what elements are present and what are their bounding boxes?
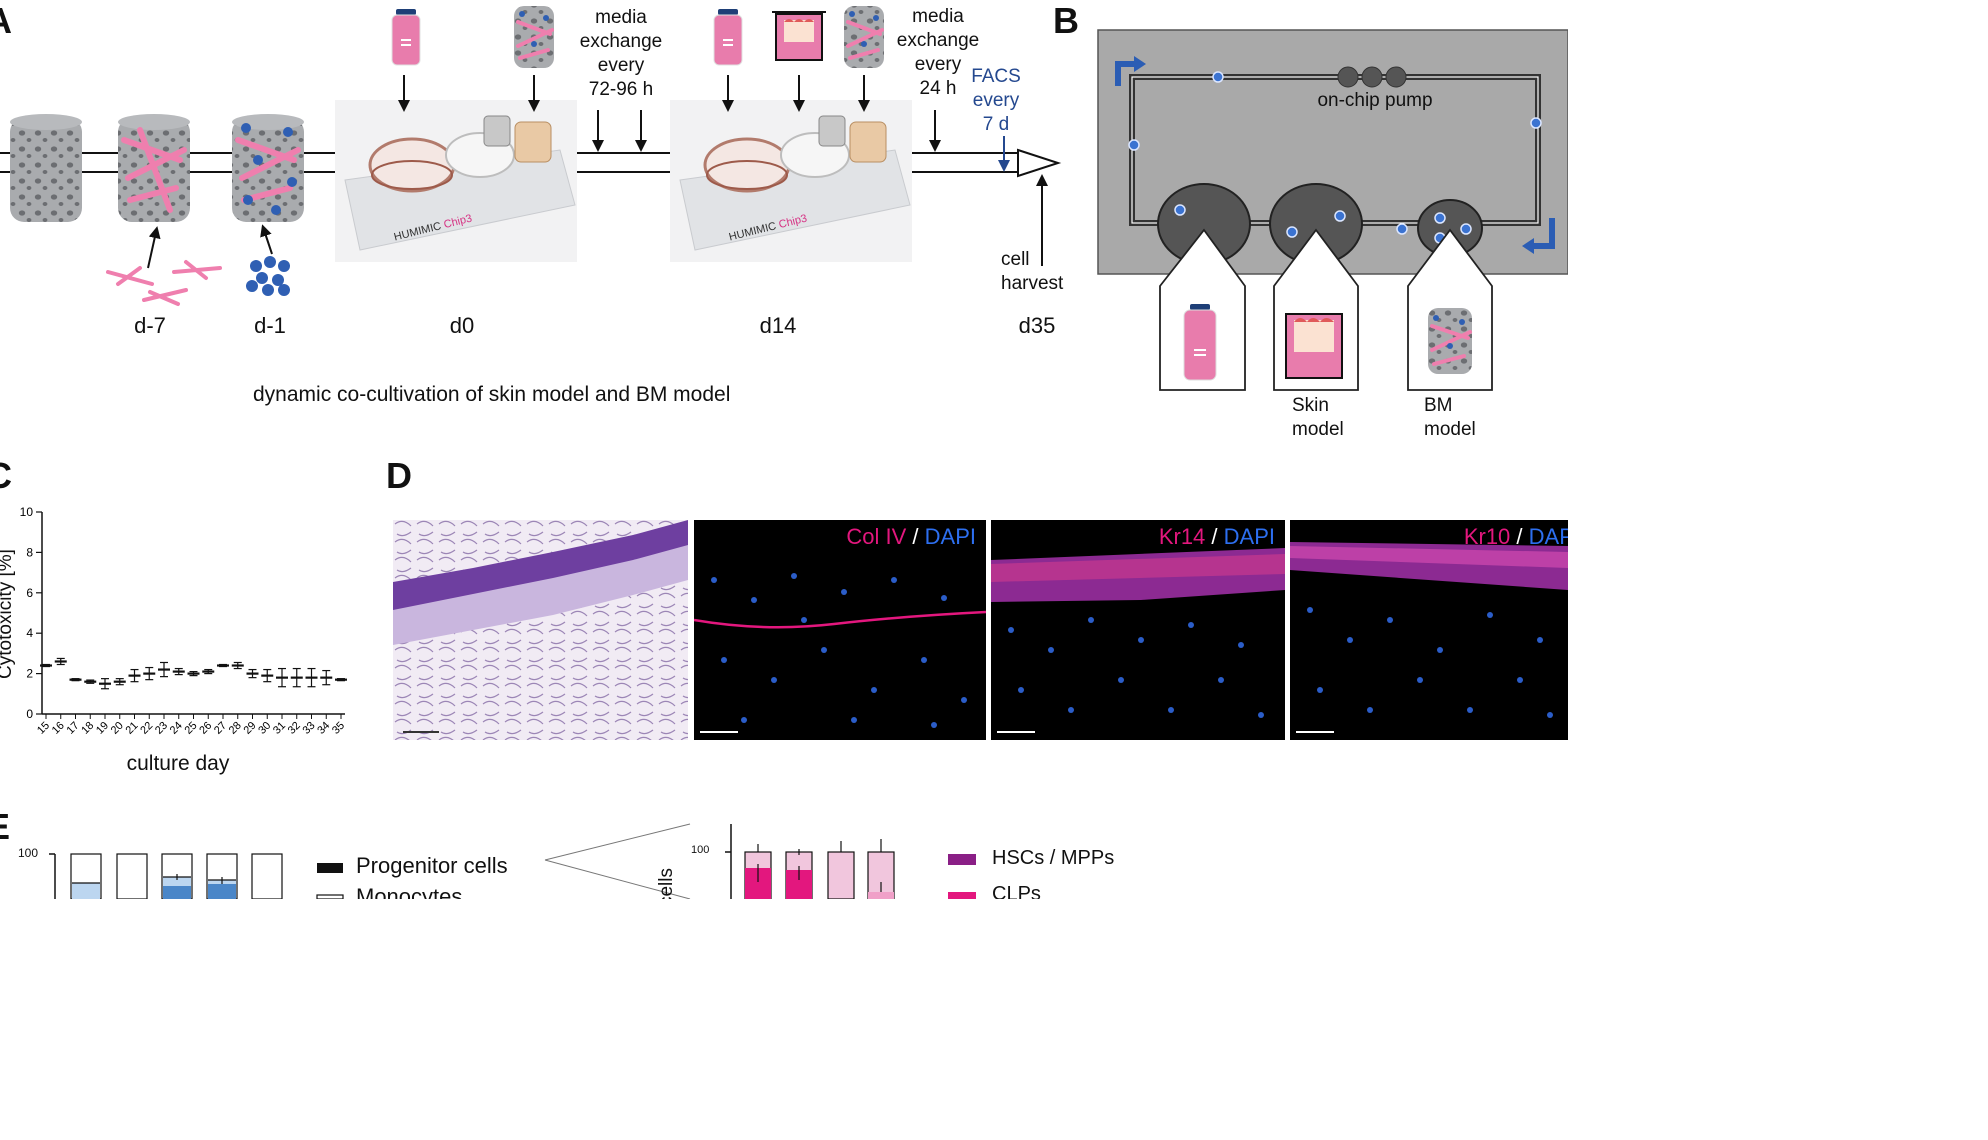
he-stain-image <box>393 520 688 740</box>
col-iv-stain-image: Col IV / DAPI <box>694 520 986 740</box>
x-axis-label: culture day <box>126 752 230 775</box>
panel-letter-b: B <box>1053 0 1079 41</box>
legend-swatch-monocytes <box>316 894 344 899</box>
kr14-stain-image: Kr14 / DAPI <box>991 520 1285 740</box>
humimic-chip-image <box>335 100 577 262</box>
day-label: d-1 <box>254 313 286 338</box>
stain-label: Kr10 / DAPI <box>1463 524 1568 549</box>
legend-label: CLPs <box>992 883 1041 899</box>
x-tick-label: 35 <box>330 720 347 737</box>
zoom-line <box>544 859 691 899</box>
y-axis-label-right: cells <box>656 867 678 899</box>
legend-swatch-progenitor <box>317 863 343 873</box>
zoom-line <box>544 823 691 861</box>
panel-letter-e: E <box>0 806 10 848</box>
y-tick-label: 0 <box>26 707 33 721</box>
day-label: d-7 <box>134 313 166 338</box>
bm-scaffold-icon <box>514 6 554 68</box>
panel-letter-a: A <box>0 0 12 42</box>
y-tick-label: 2 <box>26 667 33 681</box>
seeding-arrow <box>260 224 273 255</box>
y-tick-label: 4 <box>26 626 33 640</box>
stacked-bars-right <box>744 839 895 899</box>
panel-a-caption: dynamic co-cultivation of skin model and… <box>253 383 731 406</box>
scaffold-with-stromal-cells-icon <box>118 114 190 222</box>
medium-bottle-icon <box>391 9 421 66</box>
hspc-cells-icon <box>246 256 290 296</box>
humimic-chip-image <box>670 100 912 262</box>
bm-model-label: BM model <box>1424 395 1476 440</box>
skin-model-label: Skin model <box>1292 395 1344 440</box>
legend-label: Monocytes <box>356 884 463 899</box>
pump-label: on-chip pump <box>1317 90 1433 111</box>
panel-letter-d: D <box>386 455 412 496</box>
facs-label: FACS every 7 d <box>971 66 1021 135</box>
y-tick-label: 10 <box>20 505 34 519</box>
y-tick-label: 6 <box>26 586 33 600</box>
figure-page: A <box>0 0 1568 899</box>
stacked-bars-left <box>70 853 283 899</box>
cell-harvest-label: cell harvest <box>1001 249 1064 294</box>
chip-schematic <box>1097 29 1568 391</box>
legend-label: Progenitor cells <box>356 853 508 878</box>
skin-insert-icon <box>772 11 826 61</box>
stain-label: Col IV / DAPI <box>846 524 976 549</box>
scaffold-icon <box>10 114 82 222</box>
day-label: d35 <box>1018 313 1056 338</box>
stain-label: Kr14 / DAPI <box>1158 524 1275 549</box>
y-tick-label: 100 <box>691 844 710 856</box>
day-label: d0 <box>449 313 475 338</box>
day-label: d14 <box>759 313 797 338</box>
legend-label: HSCs / MPPs <box>992 847 1115 869</box>
y-tick-label: 8 <box>26 545 33 559</box>
panel-letter-c: C <box>0 455 12 497</box>
kr10-stain-image: Kr10 / DAPI <box>1290 520 1568 740</box>
scaffold-with-hspc-icon <box>232 114 304 222</box>
y-tick-label: 100 <box>18 846 39 860</box>
bm-scaffold-icon <box>844 6 884 68</box>
cytotoxicity-chart: 0246810151617181920212223242526272829303… <box>20 505 347 737</box>
y-axis-label: Cytotoxicity [%] <box>0 549 16 679</box>
legend-swatch-clp <box>948 892 976 899</box>
medium-bottle-icon <box>713 9 743 66</box>
panel-e-charts <box>49 823 976 899</box>
media-exchange-label: media exchange every 72-96 h <box>579 7 663 100</box>
panel-a-graphic <box>0 6 1062 306</box>
seeding-arrow <box>147 226 161 269</box>
stromal-cells-icon <box>106 260 222 306</box>
media-exchange-label: media exchange every 24 h <box>896 6 980 99</box>
legend-swatch-hsc-mpp <box>948 854 976 865</box>
